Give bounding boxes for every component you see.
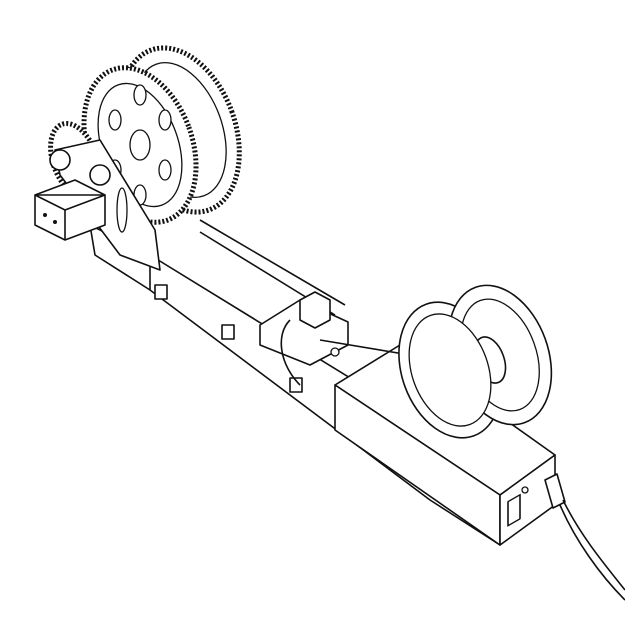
rail-clip [221,324,235,340]
motor [34,139,161,271]
power-cable [559,504,625,601]
rail-clip [154,284,168,300]
control-box [334,344,625,601]
power-switch[interactable] [507,493,521,527]
spool [398,284,553,439]
carriage [259,291,441,386]
rail-clip [289,377,303,393]
gear-holes [108,84,172,206]
power-plug [544,473,566,509]
